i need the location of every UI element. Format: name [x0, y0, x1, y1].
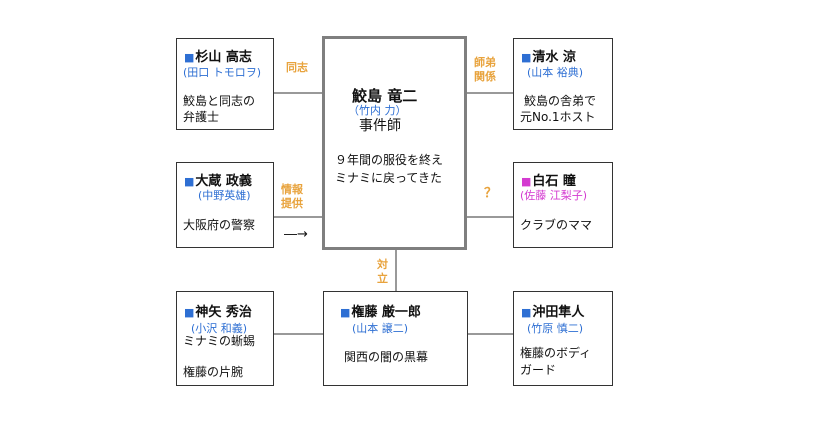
- card-actor: (中野英雄): [198, 189, 251, 202]
- card-gondo: ■権藤 厳一郎 (山本 譲二) 関西の闇の黒幕: [323, 291, 468, 386]
- card-name-text: 白石 瞳: [532, 174, 576, 189]
- card-name: ■杉山 高志: [184, 46, 252, 65]
- card-actor: (山本 裕典): [527, 66, 584, 79]
- square-icon: ■: [184, 306, 195, 319]
- card-okita: ■沖田隼人 (竹原 慎二) 権藤のボディ ガード: [513, 291, 613, 386]
- arrow-icon: ―→: [284, 227, 308, 242]
- main-character-box: 鮫島 竜二 （竹内 力） 事件師 ９年間の服役を終え ミナミに戻ってきた: [322, 36, 467, 250]
- square-icon: ■: [184, 51, 195, 64]
- card-desc-line2: 元No.1ホスト: [520, 110, 596, 124]
- card-name-text: 沖田隼人: [532, 305, 585, 320]
- card-shimizu: ■清水 涼 (山本 裕典) 鮫島の舎弟で 元No.1ホスト: [513, 38, 613, 130]
- main-character-name: 鮫島 竜二: [352, 87, 418, 105]
- card-actor: (田口 トモロヲ): [183, 66, 262, 79]
- card-desc-line2: ガード: [520, 363, 557, 377]
- card-desc-line1: クラブのママ: [520, 218, 593, 232]
- card-name-text: 権藤 厳一郎: [351, 305, 421, 320]
- relation-label-doushi: 同志: [286, 61, 308, 74]
- relation-label-jouhou-line1: 情報: [281, 183, 303, 196]
- card-name-text: 清水 涼: [532, 50, 576, 65]
- relation-label-shitei-line2: 関係: [474, 70, 496, 83]
- main-character-role: 事件師: [359, 118, 401, 134]
- main-character-desc-line1: ９年間の服役を終え: [335, 153, 444, 167]
- card-desc-line1: ミナミの蜥蜴: [183, 334, 256, 348]
- relation-label-shitei-line1: 師弟: [474, 56, 496, 69]
- card-name-text: 神矢 秀治: [195, 305, 252, 320]
- card-desc-line1: 関西の闇の黒幕: [344, 350, 429, 364]
- card-desc-line1: 鮫島と同志の: [183, 94, 256, 108]
- main-character-actor: （竹内 力）: [348, 104, 407, 117]
- card-name: ■沖田隼人: [521, 301, 584, 320]
- card-desc-line1: 鮫島の舎弟で: [524, 94, 597, 108]
- card-okura: ■大蔵 政義 (中野英雄) 大阪府の警察: [176, 162, 274, 248]
- square-icon: ■: [521, 175, 532, 188]
- card-desc-line1: 大阪府の警察: [183, 218, 256, 232]
- card-name-text: 大蔵 政義: [195, 174, 252, 189]
- card-name: ■清水 涼: [521, 46, 576, 65]
- card-shiraishi: ■白石 瞳 (佐藤 江梨子) クラブのママ: [513, 162, 613, 248]
- square-icon: ■: [521, 51, 532, 64]
- card-kamiya: ■神矢 秀治 (小沢 和義) ミナミの蜥蜴 権藤の片腕: [176, 291, 274, 386]
- square-icon: ■: [340, 306, 351, 319]
- card-sugiyama: ■杉山 高志 (田口 トモロヲ) 鮫島と同志の 弁護士: [176, 38, 274, 130]
- card-name-text: 杉山 高志: [195, 50, 252, 65]
- main-character-desc-line2: ミナミに戻ってきた: [335, 171, 443, 185]
- card-name: ■神矢 秀治: [184, 301, 252, 320]
- card-name: ■大蔵 政義: [184, 170, 252, 189]
- card-desc-line2: 権藤の片腕: [183, 365, 244, 379]
- relation-label-question: ？: [484, 186, 498, 201]
- square-icon: ■: [521, 306, 532, 319]
- square-icon: ■: [184, 175, 195, 188]
- card-desc-line1: 権藤のボディ: [520, 346, 592, 360]
- card-actor: (小沢 和義): [191, 322, 248, 335]
- card-actor: (山本 譲二): [352, 322, 409, 335]
- card-name: ■白石 瞳: [521, 170, 576, 189]
- relation-label-tairitsu-line2: 立: [377, 272, 388, 285]
- relation-label-tairitsu-line1: 対: [377, 258, 388, 271]
- card-desc-line2: 弁護士: [183, 110, 220, 124]
- card-name: ■権藤 厳一郎: [340, 301, 421, 320]
- card-actor: (佐藤 江梨子): [520, 189, 588, 202]
- card-actor: (竹原 慎二): [527, 322, 584, 335]
- relation-label-jouhou-line2: 提供: [281, 197, 303, 210]
